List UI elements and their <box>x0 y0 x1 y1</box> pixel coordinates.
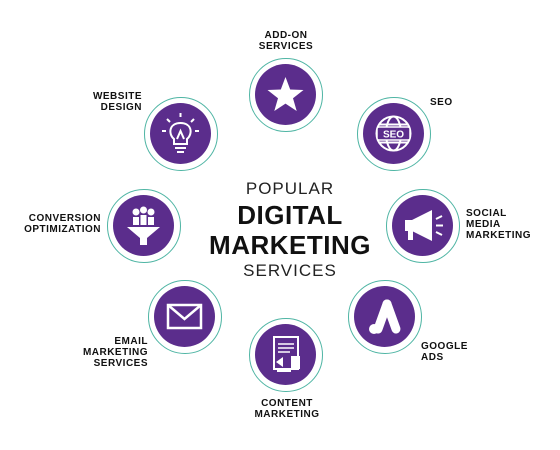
funnel-people-icon <box>127 206 160 245</box>
node-conversion-optimization <box>107 189 181 263</box>
center-title-line-1: POPULAR <box>245 179 335 198</box>
node-disc <box>255 64 316 125</box>
center-title-line-2: DIGITAL <box>237 200 343 230</box>
label-google-ads: GOOGLE ADS <box>421 341 468 363</box>
node-website-design <box>144 97 218 171</box>
lightbulb-icon <box>162 113 199 153</box>
envelope-icon <box>166 303 203 330</box>
label-social-media-marketing: SOCIAL MEDIA MARKETING <box>466 208 532 241</box>
megaphone-icon <box>405 210 443 241</box>
node-disc: SEO <box>363 103 424 164</box>
label-seo: SEO <box>430 97 453 108</box>
seo-icon-text: SEO <box>383 130 404 141</box>
node-disc <box>392 195 453 256</box>
center-title: POPULAR DIGITAL MARKETING SERVICES <box>190 178 390 282</box>
node-content-marketing <box>249 318 323 392</box>
label-website-design: WEBSITE DESIGN <box>92 91 142 113</box>
node-disc <box>354 286 415 347</box>
node-email-marketing-services <box>148 280 222 354</box>
content-document-icon <box>273 336 300 372</box>
node-add-on-services <box>249 58 323 132</box>
node-disc <box>255 324 316 385</box>
node-google-ads <box>348 280 422 354</box>
node-disc <box>150 103 211 164</box>
star-icon <box>267 77 304 111</box>
label-content-marketing: CONTENT MARKETING <box>254 398 320 420</box>
center-title-line-4: SERVICES <box>243 261 337 280</box>
seo-globe-icon: SEO <box>375 115 412 152</box>
center-title-line-3: MARKETING <box>209 230 371 260</box>
label-conversion-optimization: CONVERSION OPTIMIZATION <box>24 213 101 235</box>
node-disc <box>113 195 174 256</box>
label-add-on-services: ADD-ON SERVICES <box>258 30 314 52</box>
label-email-marketing-services: EMAIL MARKETING SERVICES <box>82 336 148 369</box>
node-disc <box>154 286 215 347</box>
node-seo: SEO <box>357 97 431 171</box>
google-ads-icon <box>369 299 401 334</box>
node-social-media-marketing <box>386 189 460 263</box>
